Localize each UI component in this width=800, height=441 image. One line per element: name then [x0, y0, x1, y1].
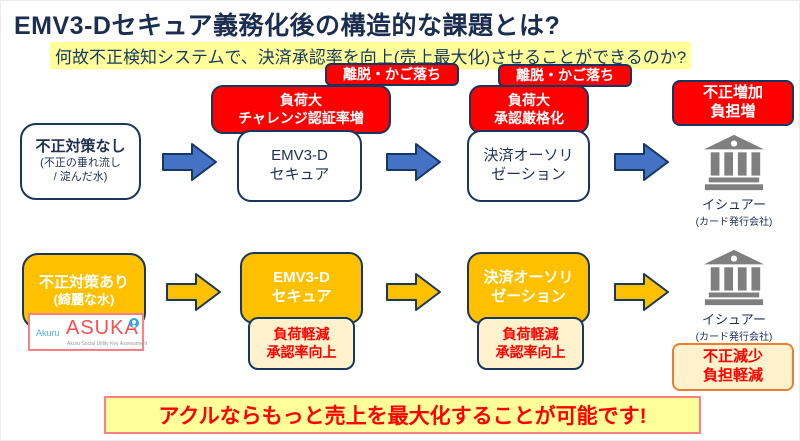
right-arrow-icon	[162, 143, 217, 181]
asuka-wordmark: ASUKA	[66, 317, 139, 339]
step-authorization-before-line1: 決済オーソリ	[483, 147, 574, 165]
result-fraud-decrease-line1: 不正減少	[702, 348, 763, 366]
step-emv3ds-before: EMV3-D セキュア	[237, 130, 362, 202]
callout-approval-line2: 承認厳格化	[494, 109, 564, 126]
benefit1-line1: 負荷軽減	[273, 326, 330, 342]
bottom-banner: アクルならもっと売上を最大化することが可能です!	[104, 396, 701, 434]
step-emv3ds-after: EMV3-D セキュア	[240, 252, 363, 324]
step-emv3ds-before-line2: セキュア	[269, 166, 330, 183]
start-no-countermeasure-sub1: (不正の垂れ流し	[40, 157, 121, 170]
step-authorization-before-line2: ゼーション	[491, 166, 566, 183]
issuer-label-before: イシュアー (カード発行会社)	[672, 194, 796, 228]
callout-challenge-auth: 負荷大 チャレンジ認証率増	[211, 85, 391, 134]
start-box-no-countermeasure: 不正対策なし (不正の垂れ流し / 淀んだ水)	[20, 123, 141, 200]
right-arrow-icon	[614, 143, 669, 181]
result-fraud-decrease-line2: 負担軽減	[702, 367, 763, 384]
bank-icon	[703, 249, 765, 306]
issuer-name: イシュアー	[702, 197, 766, 212]
bottom-banner-text: アクルならもっと売上を最大化することが可能です!	[158, 405, 647, 428]
callout-approval-strict: 負荷大 承認厳格化	[469, 85, 589, 134]
benefit1-line2: 承認率向上	[266, 343, 337, 360]
start-with-countermeasure-sub: (綺麗な水)	[53, 292, 115, 308]
start-no-countermeasure-sub2: / 淀んだ水)	[53, 170, 108, 183]
asuka-logo: Akuru ASUKA Akuru Social Utility Key Ass…	[28, 313, 148, 351]
issuer-label-after: イシュアー (カード発行会社)	[672, 309, 796, 343]
issuer-sub: (カード発行会社)	[695, 217, 773, 228]
benefit-load-reduction-1: 負荷軽減 承認率向上	[248, 317, 355, 370]
abandonment-badge-1-label: 離脱・かご落ち	[343, 65, 441, 82]
asuka-tagline: Akuru Social Utility Key Assessment	[67, 341, 148, 347]
step-emv3ds-after-line1: EMV3-D	[273, 269, 330, 287]
page-title: EMV3-Dセキュア義務化後の構造的な課題とは?	[14, 12, 561, 40]
benefit2-line1: 負荷軽減	[502, 326, 559, 342]
result-fraud-increase: 不正増加 負担増	[672, 80, 794, 126]
right-arrow-icon	[614, 273, 669, 311]
issuer-sub: (カード発行会社)	[695, 332, 773, 343]
akuru-wordmark: Akuru	[36, 328, 60, 338]
step-emv3ds-after-line2: セキュア	[271, 288, 332, 305]
step-emv3ds-before-line1: EMV3-D	[271, 147, 328, 165]
step-authorization-after: 決済オーソリ ゼーション	[467, 252, 590, 324]
bank-icon	[703, 134, 765, 191]
callout-challenge-line2: チャレンジ認証率増	[238, 109, 364, 126]
right-arrow-icon	[386, 273, 441, 311]
issuer-name: イシュアー	[702, 312, 766, 327]
step-authorization-after-line2: ゼーション	[491, 288, 566, 305]
asuka-person-icon	[129, 318, 139, 328]
right-arrow-icon	[386, 143, 441, 181]
abandonment-badge-2-label: 離脱・かご落ち	[516, 66, 614, 83]
start-with-countermeasure-title: 不正対策あり	[38, 273, 129, 291]
result-fraud-increase-line1: 不正増加	[702, 84, 763, 102]
start-no-countermeasure-title: 不正対策なし	[35, 138, 126, 156]
result-fraud-increase-line2: 負担増	[710, 103, 756, 120]
abandonment-badge-2: 離脱・かご落ち	[498, 64, 632, 87]
callout-approval-line1: 負荷大	[508, 92, 550, 108]
result-fraud-decrease: 不正減少 負担軽減	[672, 343, 794, 391]
step-authorization-before: 決済オーソリ ゼーション	[467, 130, 590, 202]
benefit2-line2: 承認率向上	[495, 343, 566, 360]
right-arrow-icon	[166, 273, 221, 311]
callout-challenge-line1: 負荷大	[280, 92, 322, 108]
step-authorization-after-line1: 決済オーソリ	[483, 269, 574, 287]
abandonment-badge-1: 離脱・かご落ち	[325, 63, 459, 86]
benefit-load-reduction-2: 負荷軽減 承認率向上	[477, 317, 584, 370]
